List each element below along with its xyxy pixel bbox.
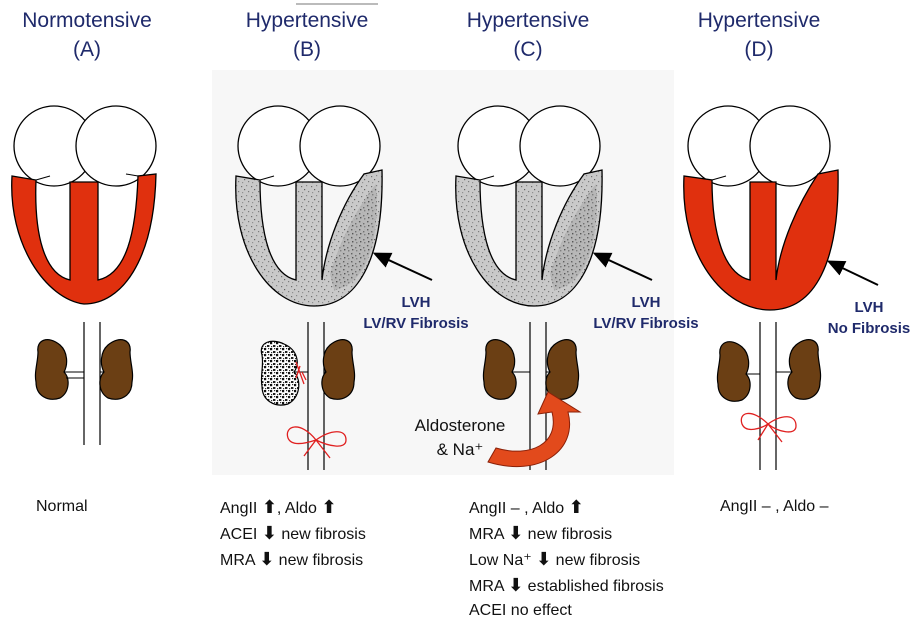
note-line: ACEI no effect — [469, 599, 664, 623]
note-d-line: AngII – , Aldo – — [720, 495, 829, 519]
kidney-left — [483, 340, 516, 400]
annotation-d-line2: No Fibrosis — [824, 318, 914, 339]
down-arrow-icon: ⬇ — [262, 523, 277, 543]
ventricle-wall — [12, 174, 156, 304]
kidney-right — [322, 340, 355, 400]
annotation-c-line1: LVH — [576, 292, 716, 313]
notes-a: Normal — [36, 495, 88, 519]
note-line: AngII ⬆, Aldo ⬆ — [220, 495, 366, 521]
note-text: MRA — [469, 578, 508, 595]
annotation-b-line1: LVH — [346, 292, 486, 313]
note-line: MRA ⬇ established fibrosis — [469, 573, 664, 599]
down-arrow-icon: ⬇ — [508, 575, 523, 595]
kidney-right — [788, 340, 821, 400]
aldosterone-label-line1: Aldosterone — [404, 414, 516, 438]
note-text: Low Na⁺ — [469, 552, 536, 569]
note-line: MRA ⬇ new fibrosis — [469, 521, 664, 547]
note-text: new fibrosis — [551, 552, 640, 569]
note-text: MRA — [469, 526, 508, 543]
annotation-c-line2: LV/RV Fibrosis — [576, 313, 716, 334]
note-a-line: Normal — [36, 495, 88, 519]
kidneys-normal — [35, 322, 132, 445]
note-text: AngII – , Aldo — [469, 500, 569, 517]
kidney-scarred — [261, 341, 298, 405]
lvh-arrow-d — [834, 264, 878, 285]
up-arrow-icon: ⬆ — [262, 497, 277, 517]
kidneys-d — [717, 322, 820, 470]
aldosterone-label: Aldosterone & Na⁺ — [404, 414, 516, 462]
note-line: Low Na⁺ ⬇ new fibrosis — [469, 547, 664, 573]
aldosterone-label-line2: & Na⁺ — [404, 438, 516, 462]
down-arrow-icon: ⬇ — [259, 549, 274, 569]
kidney-left — [717, 342, 750, 402]
kidney-right — [100, 340, 133, 400]
heart-hypertrophic — [684, 106, 838, 310]
note-line: MRA ⬇ new fibrosis — [220, 547, 366, 573]
note-text: new fibrosis — [277, 526, 366, 543]
aortic-ligature — [741, 413, 796, 442]
annotation-d-line1: LVH — [824, 297, 914, 318]
heart-normal — [12, 106, 156, 304]
note-line: AngII – , Aldo ⬆ — [469, 495, 664, 521]
note-text: new fibrosis — [523, 526, 612, 543]
annotation-b-line2: LV/RV Fibrosis — [346, 313, 486, 334]
down-arrow-icon: ⬇ — [508, 523, 523, 543]
annotation-d: LVH No Fibrosis — [824, 297, 914, 339]
kidney-right — [546, 340, 579, 400]
note-text: new fibrosis — [274, 552, 363, 569]
up-arrow-icon: ⬆ — [321, 497, 336, 517]
note-text: established fibrosis — [523, 578, 664, 595]
note-text: ACEI no effect — [469, 602, 572, 619]
note-text: ACEI — [220, 526, 262, 543]
annotation-c: LVH LV/RV Fibrosis — [576, 292, 716, 334]
note-text: , Aldo — [277, 500, 321, 517]
note-text: MRA — [220, 552, 259, 569]
kidney-left — [35, 340, 68, 400]
annotation-b: LVH LV/RV Fibrosis — [346, 292, 486, 334]
up-arrow-icon: ⬆ — [569, 497, 584, 517]
notes-d: AngII – , Aldo – — [720, 495, 829, 519]
note-line: ACEI ⬇ new fibrosis — [220, 521, 366, 547]
down-arrow-icon: ⬇ — [536, 549, 551, 569]
note-text: AngII — [220, 500, 262, 517]
ventricle-wall-thick — [684, 170, 838, 310]
